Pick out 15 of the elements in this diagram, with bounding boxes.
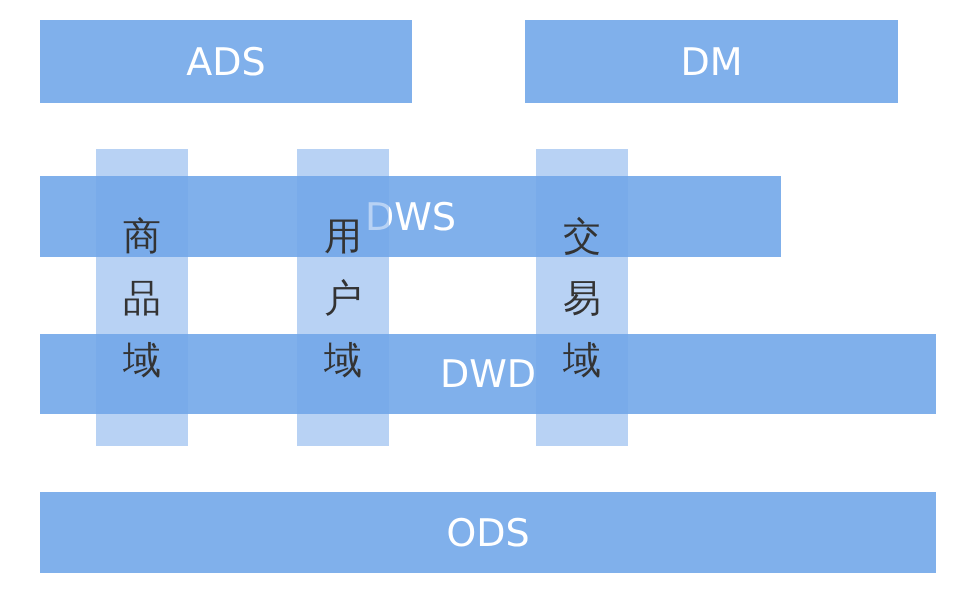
domain-label: 商品域 [123, 212, 161, 384]
layer-bar [40, 334, 936, 414]
domain-strip [536, 149, 628, 446]
layer-bar [40, 492, 936, 573]
layer-label: ADS [186, 40, 266, 84]
domain-label: 用户域 [324, 212, 362, 384]
layer-label: DM [680, 40, 743, 84]
layer-bar [525, 20, 898, 103]
domain-label: 交易域 [563, 212, 601, 384]
layer-bar [40, 20, 412, 103]
layer-label: ODS [446, 510, 530, 554]
layer-label: DWS [365, 194, 456, 238]
layer-label: DWD [440, 352, 536, 396]
domain-strip [96, 149, 188, 446]
layer-bar [40, 176, 781, 257]
